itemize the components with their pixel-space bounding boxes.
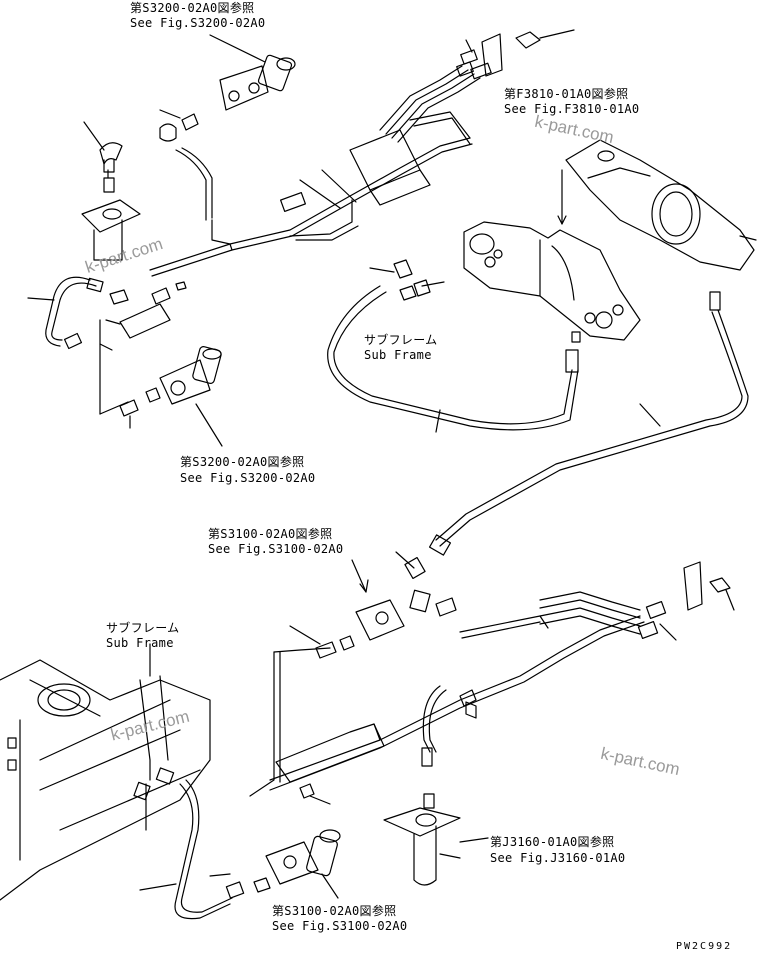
pipe-bundle-lower	[249, 615, 645, 797]
hose-main-long	[327, 285, 749, 556]
ref-s3100-mid-jp: 第S3100-02A0図参照	[208, 527, 333, 541]
ref-j3160-en: See Fig.J3160-01A0	[490, 851, 626, 865]
pin-lower-bottom	[265, 829, 341, 899]
pin-middle-left	[119, 346, 223, 447]
ref-j3160-jp: 第J3160-01A0図参照	[490, 835, 615, 849]
ref-s3100-bottom-jp: 第S3100-02A0図参照	[272, 904, 397, 918]
fittings-hose-start	[369, 259, 445, 301]
leader-j3160	[459, 837, 489, 843]
fittings-lower-center	[289, 625, 435, 809]
connector-fan-lower	[539, 561, 735, 641]
connector-block-top	[456, 29, 575, 80]
leader-s3100-mid	[351, 559, 369, 593]
ref-f3810-jp: 第F3810-01A0図参照	[504, 87, 629, 101]
frame-casting-center	[463, 169, 641, 343]
clamp-block-lower	[275, 689, 477, 805]
pipe-bundle-upper	[149, 137, 473, 277]
ref-top-en: See Fig.S3200-02A0	[130, 16, 266, 30]
clamp-upper-bundle	[280, 129, 431, 213]
subframe-lower-jp: サブフレーム	[106, 621, 180, 635]
drawing-code: PW2C992	[676, 941, 733, 952]
pin-lower-middle	[355, 551, 457, 641]
hose-lower-left	[133, 767, 271, 920]
leader-ref-top	[209, 34, 266, 63]
ref-s3100-bottom-en: See Fig.S3100-02A0	[272, 919, 408, 933]
fittings-left-middle	[99, 281, 187, 415]
pin-top	[219, 54, 296, 111]
ref-f3810-en: See Fig.F3810-01A0	[504, 102, 640, 116]
elbow-fitting-left	[83, 121, 123, 173]
bracket-pin-lower	[383, 807, 461, 886]
ref-s3200-mid-en: See Fig.S3200-02A0	[180, 471, 316, 485]
equalizer-bar-right	[565, 139, 757, 271]
fitting-top-a	[159, 109, 199, 142]
hose-left-upper	[27, 276, 104, 350]
pipe-upper-right	[379, 65, 481, 145]
ref-s3100-mid-en: See Fig.S3100-02A0	[208, 542, 344, 556]
ref-s3200-mid-jp: 第S3200-02A0図参照	[180, 455, 305, 469]
subframe-upper-en: Sub Frame	[364, 348, 432, 362]
ref-top-jp: 第S3200-02A0図参照	[130, 1, 255, 15]
bracket-pad-left	[81, 169, 141, 261]
subframe-lower-en: Sub Frame	[106, 636, 174, 650]
subframe-upper-jp: サブフレーム	[364, 333, 438, 347]
subframe-casting-lower	[0, 643, 211, 901]
